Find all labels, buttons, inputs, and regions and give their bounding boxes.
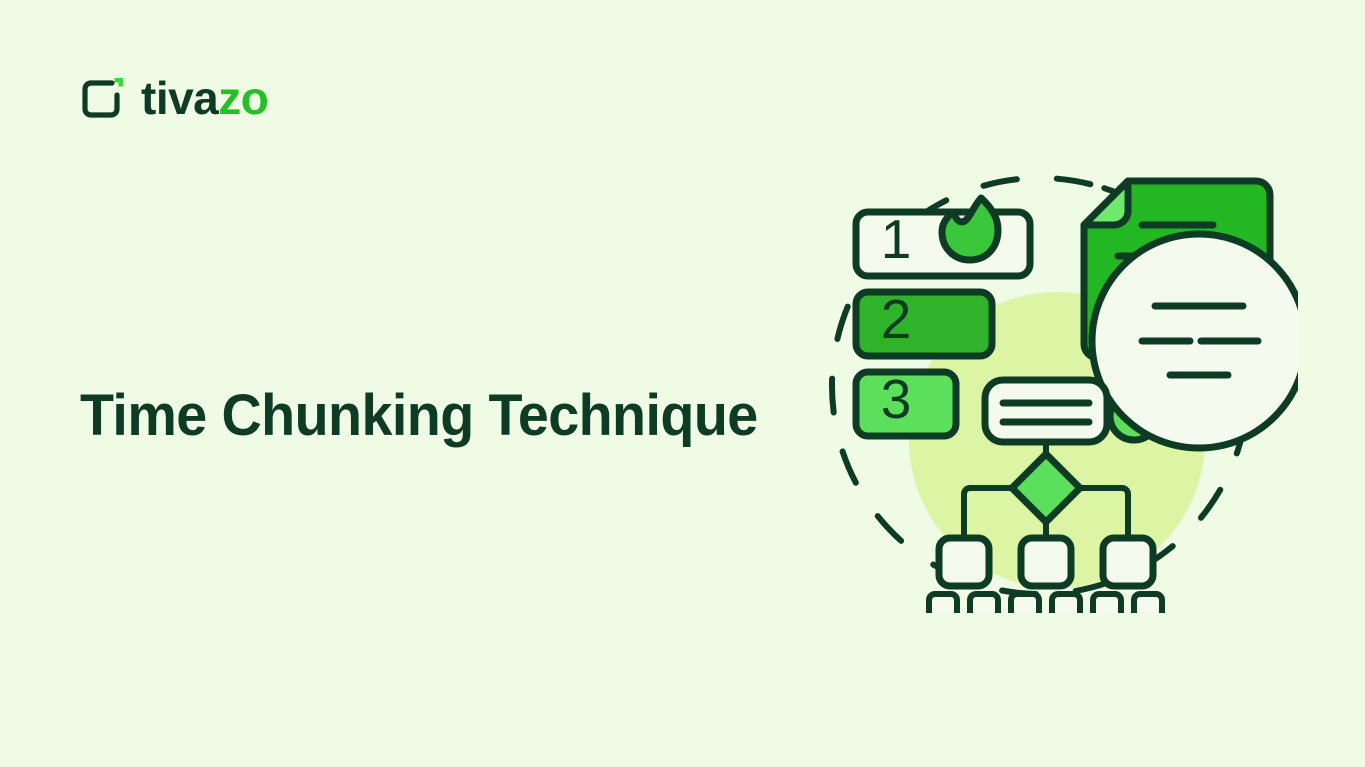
chunk-card-3-label: 3 bbox=[881, 368, 912, 430]
chunk-card-2: 2 bbox=[852, 288, 996, 360]
magnifying-glass-icon bbox=[1088, 230, 1298, 452]
flowchart-leaf-node bbox=[1099, 534, 1157, 590]
flowchart-small-square bbox=[967, 591, 1001, 613]
chunk-card-1-label: 1 bbox=[881, 208, 912, 270]
flowchart-icon bbox=[926, 376, 1165, 613]
flame-icon bbox=[938, 194, 1002, 264]
flowchart-small-square bbox=[1049, 591, 1083, 613]
logo-word-dark: tiva bbox=[141, 72, 219, 124]
flowchart-top-node bbox=[981, 376, 1111, 446]
flowchart-small-square bbox=[1131, 591, 1165, 613]
time-chunking-illustration: 1 2 3 bbox=[818, 148, 1298, 613]
dashed-circle-icon bbox=[829, 174, 1251, 597]
chunk-card-3: 3 bbox=[852, 368, 960, 440]
chunk-card-2-label: 2 bbox=[881, 288, 912, 350]
page-title: Time Chunking Technique bbox=[80, 382, 758, 448]
flowchart-small-square bbox=[926, 591, 960, 613]
logo-word-accent: zo bbox=[218, 72, 269, 124]
flowchart-leaf-node bbox=[1017, 534, 1075, 590]
logo-mark-icon bbox=[82, 78, 123, 118]
flowchart-small-square bbox=[1008, 591, 1042, 613]
flowchart-leaf-node bbox=[935, 534, 993, 590]
flowchart-small-square bbox=[1090, 591, 1124, 613]
